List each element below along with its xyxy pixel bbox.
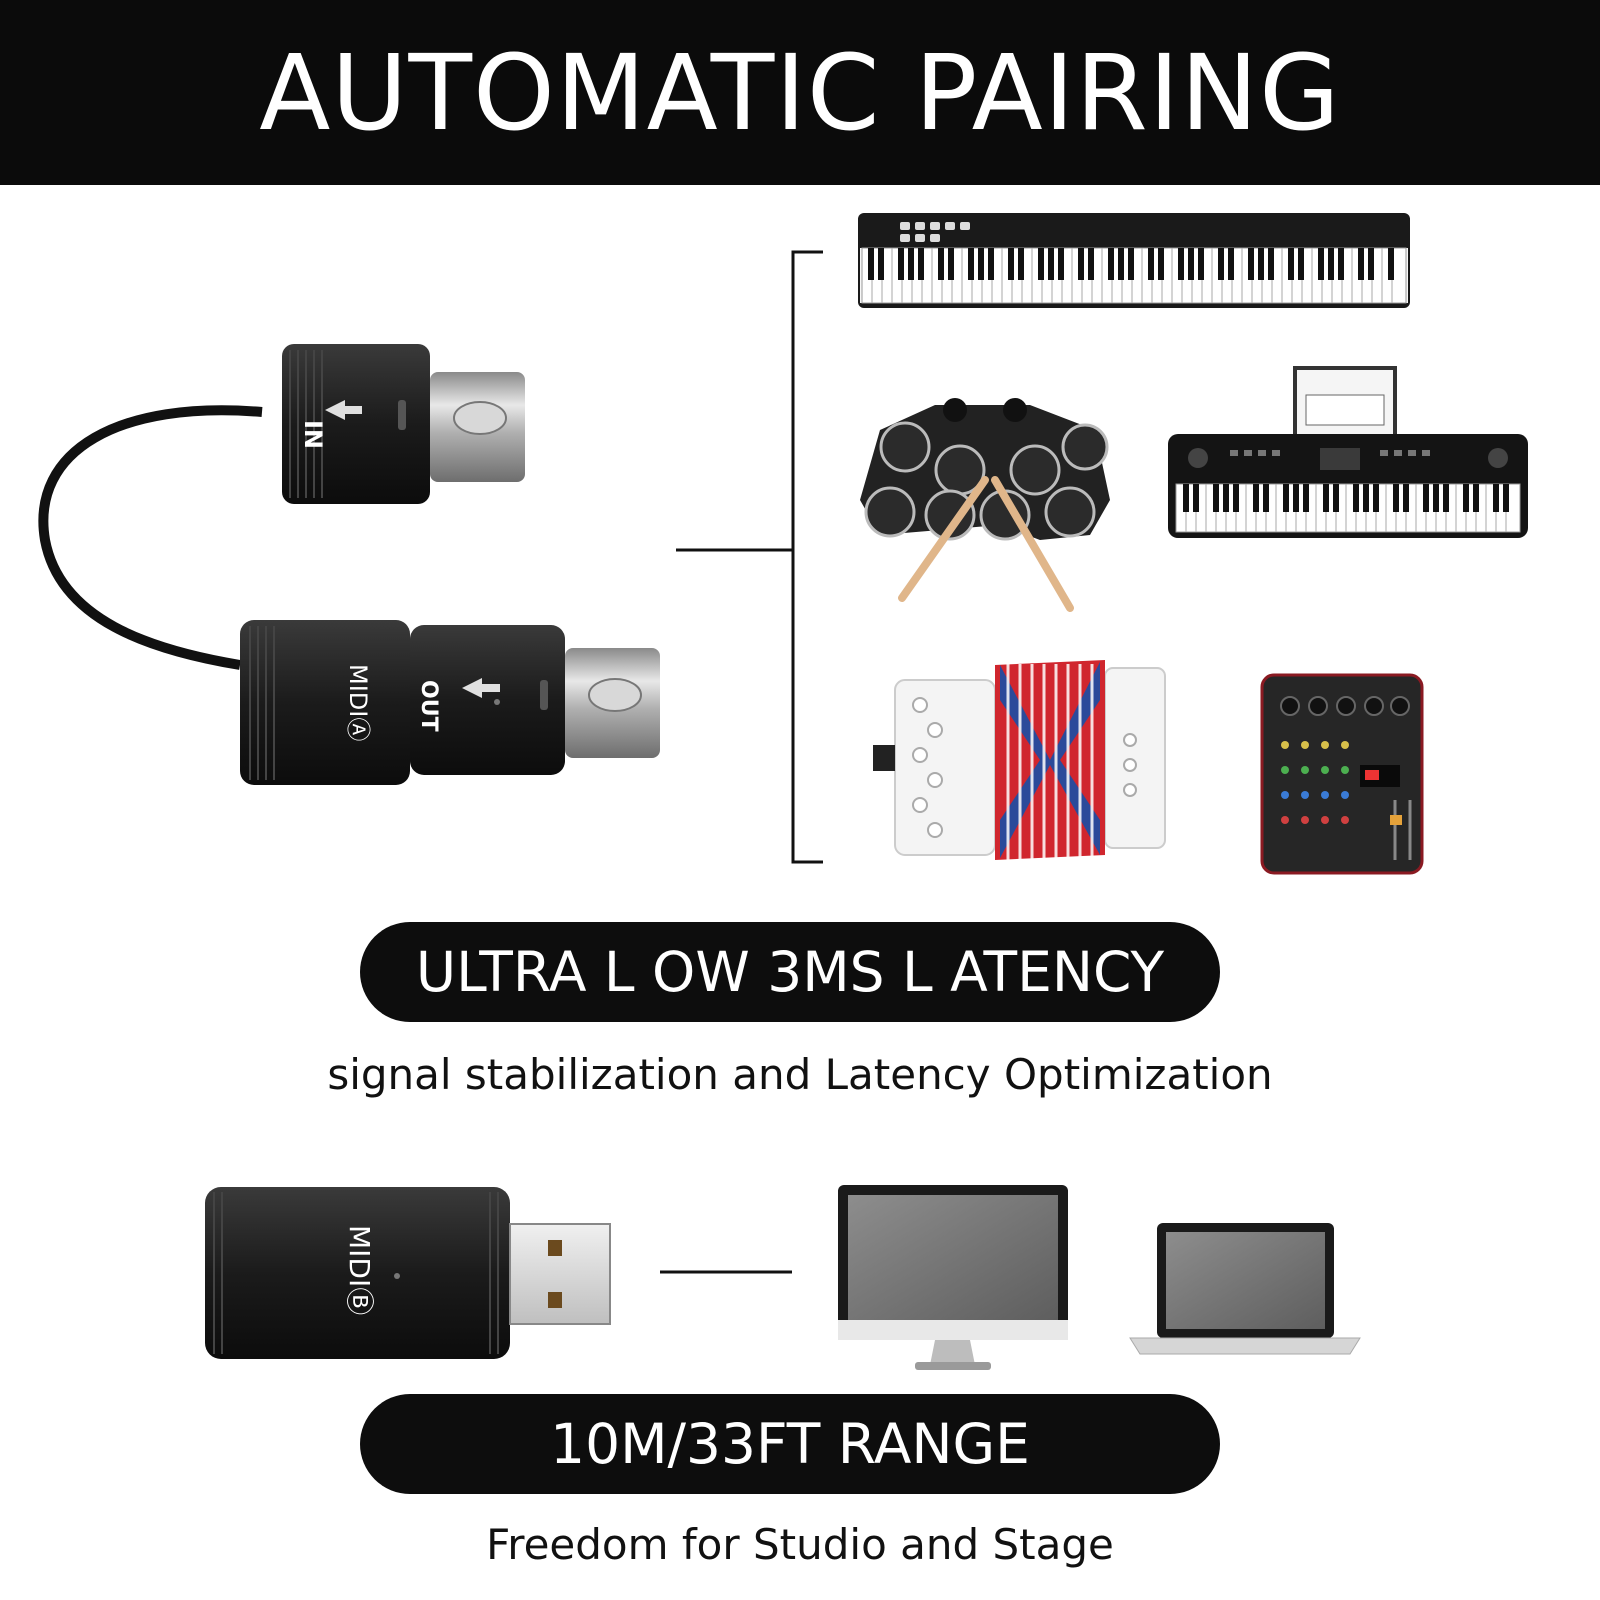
drum-pad-icon <box>860 398 1110 612</box>
latency-caption: signal stabilization and Latency Optimiz… <box>327 1050 1273 1099</box>
latency-pill: ULTRA L OW 3MS L ATENCY <box>360 922 1220 1022</box>
midi-adapter-icon: IN MIDIⒶ OUT <box>38 344 660 785</box>
out-brand-label: MIDIⒶ <box>344 664 372 741</box>
range-caption: Freedom for Studio and Stage <box>486 1520 1114 1569</box>
digital-piano-icon <box>858 213 1410 308</box>
connector-bracket <box>676 250 823 864</box>
laptop-icon <box>1129 1223 1361 1355</box>
mixer-icon <box>1260 673 1424 875</box>
in-label: IN <box>299 420 327 449</box>
accordion-icon <box>873 660 1166 860</box>
header-banner: AUTOMATIC PAIRING <box>0 0 1600 185</box>
range-pill-label: 10M/33FT RANGE <box>550 1412 1030 1476</box>
dongle-brand-label: MIDIⒷ <box>343 1225 376 1315</box>
out-label: OUT <box>416 680 441 732</box>
page-title: AUTOMATIC PAIRING <box>259 31 1341 154</box>
keyboard-icon <box>1168 366 1528 538</box>
usb-dongle-icon: MIDIⒷ <box>205 1187 611 1359</box>
range-pill: 10M/33FT RANGE <box>360 1394 1220 1494</box>
latency-pill-label: ULTRA L OW 3MS L ATENCY <box>415 940 1165 1004</box>
desktop-monitor-icon <box>838 1185 1068 1370</box>
